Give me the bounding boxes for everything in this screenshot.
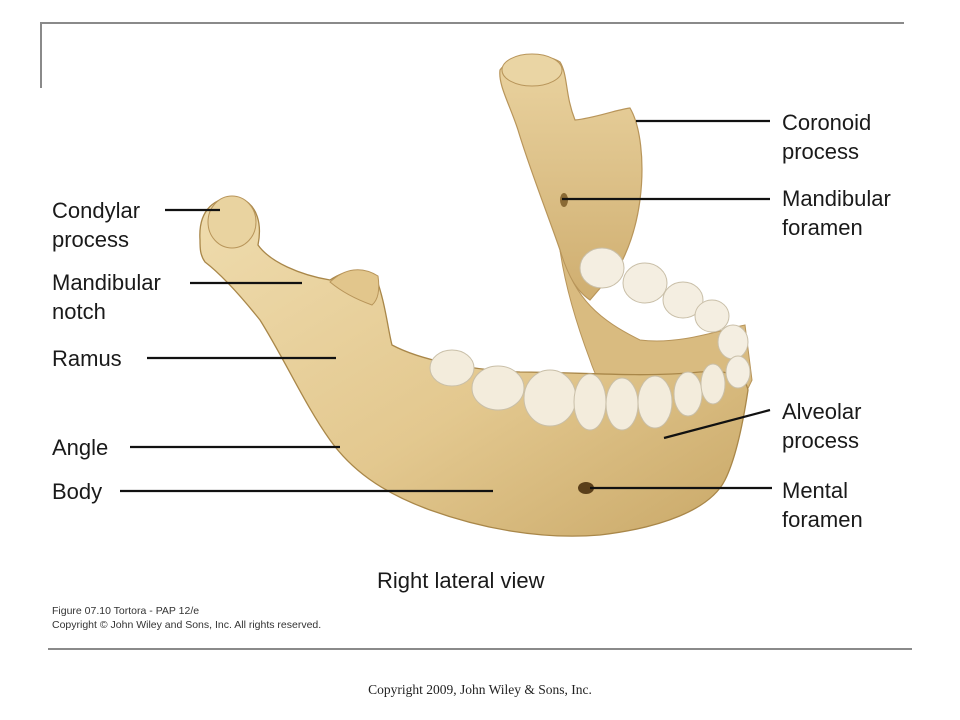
near-teeth [429, 349, 726, 431]
far-ramus [499, 55, 643, 301]
slide-frame-top [40, 22, 904, 24]
credit-line-2: Copyright © John Wiley and Sons, Inc. Al… [52, 619, 322, 631]
label-mental-foramen: Mental foramen [782, 478, 863, 532]
credit-line-1: Figure 07.10 Tortora - PAP 12/e [52, 605, 200, 617]
label-body: Body [52, 479, 103, 504]
figure-caption: Right lateral view [377, 568, 545, 593]
far-condyle [501, 53, 563, 87]
label-angle: Angle [52, 435, 109, 460]
leader-lines [120, 119, 772, 493]
slide-frame-left [40, 22, 42, 88]
label-ramus: Ramus [52, 346, 122, 371]
far-teeth [579, 247, 751, 389]
label-coronoid-process: Coronoid process [782, 110, 872, 164]
near-coronoid [329, 269, 380, 306]
label-alveolar-process: Alveolar process [782, 399, 862, 453]
label-mandibular-foramen: Mandibular foramen [782, 186, 891, 240]
slide-frame-bottom [48, 648, 912, 650]
label-mandibular-notch: Mandibular notch [52, 270, 161, 324]
leader-alveolar [663, 408, 771, 440]
footer-copyright: Copyright 2009, John Wiley & Sons, Inc. [368, 682, 592, 697]
condylar-head [207, 195, 257, 249]
mental-foramen-hole [578, 482, 594, 494]
label-condylar-process: Condylar process [52, 198, 141, 252]
